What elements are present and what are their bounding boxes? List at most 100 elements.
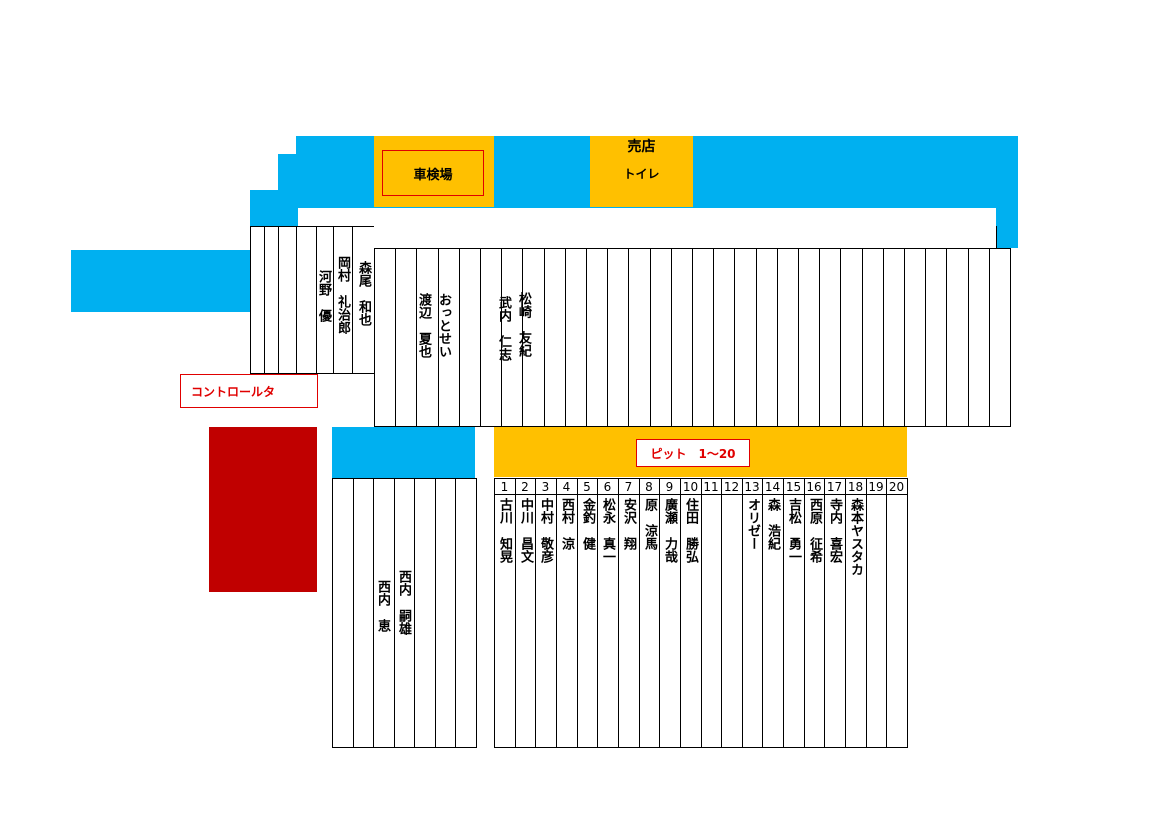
paddock-slot xyxy=(250,226,265,374)
paddock-slot xyxy=(734,248,757,427)
pit-number: 20 xyxy=(888,480,905,494)
pit-number: 17 xyxy=(826,480,843,494)
paddock-slot xyxy=(819,248,841,427)
pit-driver-name: 住田 勝弘 xyxy=(683,498,698,563)
paddock-slot xyxy=(414,478,436,748)
pit-number-divider xyxy=(556,494,578,495)
paddock-slot xyxy=(862,248,884,427)
pit-slot xyxy=(721,478,743,748)
shop-toilet-area xyxy=(590,136,693,207)
paddock-slot xyxy=(968,248,990,427)
inspection-label-box: 車検場 xyxy=(382,150,484,196)
paddock-slot xyxy=(278,226,297,374)
paddock-slot xyxy=(264,226,279,374)
pit-number-divider xyxy=(742,494,763,495)
pit-number: 9 xyxy=(665,480,674,494)
name-nishiuchi-tsuguo: 西内 嗣雄 xyxy=(396,570,411,635)
name-nishiuchi-megumi: 西内 恵 xyxy=(375,580,390,632)
name-watanabe: 渡辺 夏也 xyxy=(416,293,431,358)
pit-number: 10 xyxy=(682,480,699,494)
paddock-slot xyxy=(671,248,693,427)
pit-label-box: ピット 1～20 xyxy=(636,439,750,467)
pit-number-divider xyxy=(866,494,887,495)
name-matsuzaki: 松崎 友紀 xyxy=(516,292,531,357)
road-step-2 xyxy=(250,190,296,226)
pit-number-divider xyxy=(845,494,867,495)
pit-number: 15 xyxy=(785,480,802,494)
pit-number-divider xyxy=(597,494,619,495)
paddock-slot xyxy=(904,248,926,427)
paddock-slot xyxy=(925,248,947,427)
road-right-drop xyxy=(996,206,1018,248)
pit-number: 1 xyxy=(500,480,509,494)
pit-number-divider xyxy=(721,494,743,495)
pit-label: ピット 1～20 xyxy=(650,446,736,461)
pit-driver-name: 金釣 健 xyxy=(580,498,595,550)
paddock-slot xyxy=(946,248,969,427)
pit-number-divider xyxy=(618,494,640,495)
pit-number: 16 xyxy=(806,480,822,494)
pit-number-divider xyxy=(659,494,681,495)
pit-driver-name: 中村 敬彦 xyxy=(538,498,553,563)
pit-number: 18 xyxy=(847,480,864,494)
paddock-slot xyxy=(628,248,651,427)
pit-driver-name: 廣瀬 力哉 xyxy=(662,498,677,563)
pit-number: 11 xyxy=(703,480,719,494)
pit-number-divider xyxy=(680,494,702,495)
paddock-slot xyxy=(607,248,629,427)
paddock-slot xyxy=(374,248,396,427)
pit-slot xyxy=(866,478,887,748)
pit-driver-name: 古川 知晃 xyxy=(497,498,512,563)
pit-number: 3 xyxy=(541,480,550,494)
paddock-slot xyxy=(455,478,477,748)
pit-number: 5 xyxy=(583,480,591,494)
pit-number: 14 xyxy=(764,480,781,494)
paddock-slot xyxy=(650,248,672,427)
pit-driver-name: 西村 涼 xyxy=(559,498,574,550)
paddock-top-band xyxy=(374,226,997,249)
pit-number: 13 xyxy=(744,480,760,494)
pit-driver-name: 森 浩紀 xyxy=(765,498,780,550)
paddock-slot xyxy=(840,248,863,427)
pit-driver-name: オリゼー xyxy=(745,498,760,550)
pit-number-divider xyxy=(762,494,784,495)
pit-number: 6 xyxy=(603,480,612,494)
paddock-slot xyxy=(989,248,1011,427)
pit-slot xyxy=(701,478,722,748)
pit-number-divider xyxy=(886,494,908,495)
paddock-slot xyxy=(395,248,417,427)
paddock-slot xyxy=(756,248,778,427)
pit-number: 2 xyxy=(521,480,529,494)
pit-driver-name: 森本ヤスタカ xyxy=(848,498,863,576)
paddock-slot xyxy=(692,248,714,427)
pit-slot xyxy=(886,478,908,748)
pit-driver-name: 松永 真一 xyxy=(600,498,615,563)
pit-driver-name: 西原 征希 xyxy=(807,498,822,563)
paddock-slot xyxy=(777,248,799,427)
pit-number-divider xyxy=(577,494,598,495)
pit-driver-name: 安沢 翔 xyxy=(621,498,636,550)
name-morio: 森尾 和也 xyxy=(356,261,371,326)
control-tower xyxy=(209,427,317,592)
paddock-slot xyxy=(883,248,905,427)
toilet-label: トイレ xyxy=(623,167,660,181)
pit-number-divider xyxy=(535,494,557,495)
pit-number-divider xyxy=(515,494,536,495)
paddock-slot xyxy=(586,248,608,427)
paddock-slot xyxy=(353,478,374,748)
paddock-slot xyxy=(435,478,456,748)
name-okamura: 岡村 礼治郎 xyxy=(335,256,350,334)
paddock-slot xyxy=(713,248,735,427)
pit-number-divider xyxy=(701,494,722,495)
pit-driver-name: 中川 昌文 xyxy=(518,498,533,563)
pit-driver-name: 吉松 勇一 xyxy=(786,498,801,563)
name-kono: 河野 優 xyxy=(316,270,331,322)
road-left xyxy=(71,250,251,312)
control-tower-label: コントロールタ xyxy=(191,384,276,399)
paddock-slot xyxy=(544,248,566,427)
pit-driver-name: 原 涼馬 xyxy=(642,498,657,550)
pit-number: 19 xyxy=(868,480,884,494)
pit-driver-name: 寺内 喜宏 xyxy=(827,498,842,563)
paddock-slot xyxy=(798,248,820,427)
inspection-label: 車検場 xyxy=(413,167,453,183)
